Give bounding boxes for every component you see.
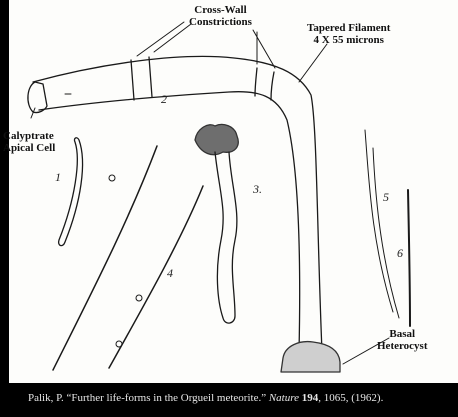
specimen-3-cap xyxy=(195,124,238,154)
apical-cell xyxy=(28,82,47,113)
caption-volume: 194 xyxy=(302,392,319,404)
figure-panel: Cross-Wall Constrictions Tapered Filamen… xyxy=(9,0,458,383)
cross-wall-1 xyxy=(131,60,134,100)
specimen-1 xyxy=(59,138,83,246)
filament-upper-edge xyxy=(33,56,322,352)
specimen-long-a xyxy=(53,146,157,370)
number-5: 5 xyxy=(383,190,389,205)
number-3: 3. xyxy=(253,182,262,197)
specimen-6 xyxy=(408,190,410,326)
filament-lower-edge xyxy=(39,92,300,352)
caption-pages-year: , 1065, (1962). xyxy=(318,392,383,404)
specimen-3-stalk xyxy=(215,152,237,323)
citation-caption: Palik, P. “Further life-forms in the Org… xyxy=(28,392,383,404)
caption-title: “Further life-forms in the Orgueil meteo… xyxy=(67,392,267,404)
label-cross-wall-constrictions: Cross-Wall Constrictions xyxy=(189,4,252,28)
number-4: 4 xyxy=(167,266,173,281)
label-tapered-filament: Tapered Filament 4 X 55 microns xyxy=(307,22,390,46)
number-6: 6 xyxy=(397,246,403,261)
cross-wall-2 xyxy=(149,57,152,97)
caption-journal: Nature xyxy=(269,392,299,404)
cross-wall-4 xyxy=(271,72,274,100)
number-1: 1 xyxy=(55,170,61,185)
caption-author: Palik, P. xyxy=(28,392,64,404)
specimen-4 xyxy=(109,186,203,368)
basal-heterocyst xyxy=(281,342,340,372)
number-2: 2 xyxy=(161,92,167,107)
label-calyptrate-apical-cell: Calyptrate Apical Cell xyxy=(3,130,55,154)
label-basal-heterocyst: Basal Heterocyst xyxy=(377,328,428,352)
specimen-5-line-b xyxy=(373,148,399,318)
microfossil-drawing xyxy=(9,0,458,383)
cross-wall-3 xyxy=(255,68,257,96)
